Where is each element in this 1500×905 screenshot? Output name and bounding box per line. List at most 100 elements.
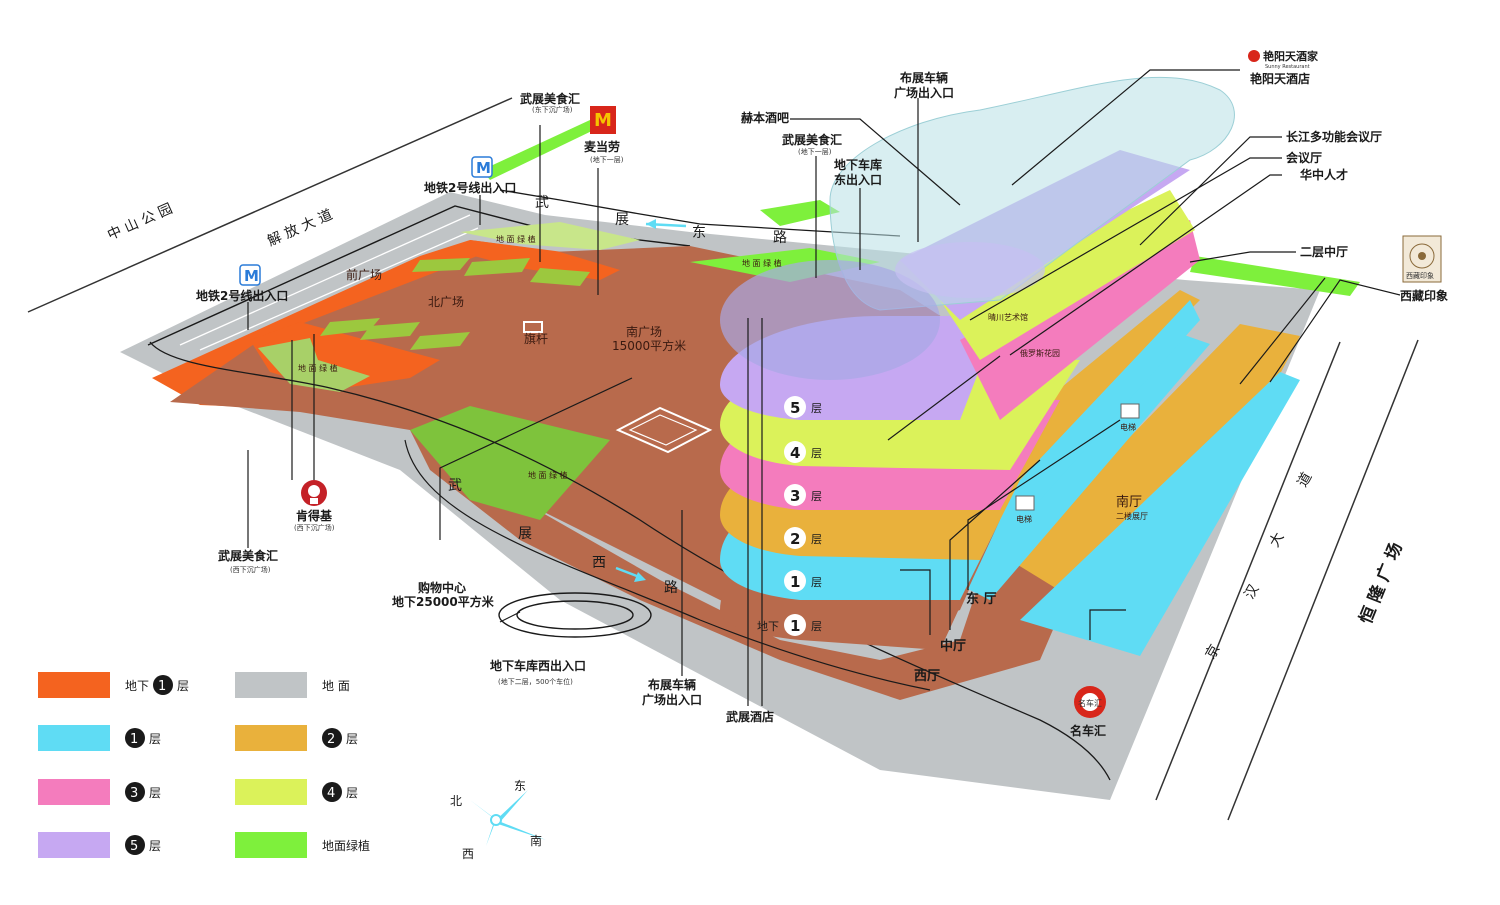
compass-north: 北	[450, 794, 462, 808]
food-court-east-label: 武展美食汇	[520, 91, 580, 106]
legend-label: 层	[149, 732, 161, 746]
mcdonalds-label: 麦当劳	[584, 139, 620, 154]
legend-number: 2	[327, 732, 335, 747]
floor-marker-4: 4 层	[784, 441, 822, 463]
legend-label: 地面绿植	[322, 838, 370, 853]
legend-number-badge	[322, 782, 342, 802]
road-arrow-east	[645, 219, 687, 229]
elevator-box-2	[1015, 495, 1035, 511]
front-plaza-label: 前广场	[346, 267, 382, 282]
jinghan-1: 京	[1203, 642, 1224, 662]
legend-number-badge	[125, 782, 145, 802]
svg-text:1: 1	[790, 617, 800, 635]
yangtze-hall-label: 长江多功能会议厅	[1286, 129, 1382, 144]
mcdonalds-sub: (地下一层)	[590, 155, 624, 164]
garage-ramp	[498, 592, 652, 638]
south-plaza-label: 南广场	[626, 324, 662, 339]
east-hall-label: 东 厅	[966, 591, 997, 607]
north-plaza-lawns	[320, 258, 590, 350]
svg-text:名车汇: 名车汇	[1078, 698, 1102, 708]
upper-f4	[940, 190, 1195, 360]
svg-text:M: M	[594, 110, 612, 131]
qingchuan-art-label: 晴川艺术馆	[988, 312, 1028, 322]
plaza-brown-south	[410, 430, 1100, 700]
north-plaza-label: 北广场	[428, 295, 464, 309]
svg-text:层: 层	[811, 576, 822, 589]
legend-swatch	[38, 725, 110, 751]
road-arrow-west	[615, 566, 646, 582]
flagpole-label: 旗杆	[524, 331, 548, 346]
svg-text:4: 4	[790, 444, 800, 462]
legend-number: 1	[130, 732, 138, 747]
legend-label: 地 面	[322, 679, 350, 693]
legend-number: 5	[130, 839, 138, 854]
compass-east: 东	[514, 779, 526, 793]
svg-text:3: 3	[790, 487, 800, 505]
legend-swatch	[235, 832, 307, 858]
svg-text:5: 5	[790, 399, 800, 417]
floor-marker-b1: 地下 1 层	[757, 614, 822, 636]
mall-label-1: 购物中心	[418, 580, 466, 595]
west-hall-label: 西厅	[914, 669, 940, 684]
zhongshan-park-label: 中 山 公 园	[105, 201, 175, 244]
svg-text:西藏印象: 西藏印象	[1406, 271, 1434, 280]
metro-icon: M	[471, 156, 493, 178]
wuzhan-east-1: 武	[535, 195, 549, 211]
svg-text:层: 层	[811, 620, 822, 633]
huazhong-label: 华中人才	[1300, 167, 1348, 182]
jiefang-ave-label: 解 放 大 道	[265, 207, 335, 250]
svg-text:M: M	[244, 267, 259, 285]
metro-entrance-label: 地铁2号线出入口	[424, 180, 516, 195]
legend-number-badge	[125, 835, 145, 855]
legend-swatch	[38, 832, 110, 858]
food-court-west-sub: (西下沉广场)	[230, 565, 271, 574]
compass-south: 南	[530, 833, 542, 848]
legend-label: 层	[346, 786, 358, 800]
wuzhan-west-3: 西	[592, 555, 606, 571]
legend-label: 层	[149, 839, 161, 853]
kfc-sub: (西下沉广场)	[294, 523, 335, 532]
legend-label: 层	[346, 732, 358, 746]
food-court-b1-sub: (地下一层)	[798, 147, 832, 156]
garage-east-label-1: 地下车库	[834, 157, 882, 172]
legend-swatch	[235, 725, 307, 751]
south-hall-label: 南厅	[1116, 494, 1142, 510]
compass-west: 西	[462, 847, 474, 861]
jinghan-4: 道	[1295, 470, 1316, 490]
yanyangtian-label: 艳阳天酒店	[1250, 71, 1310, 86]
svg-text:层: 层	[811, 533, 822, 546]
green-label-1: 地 面 绿 植	[298, 363, 338, 373]
elevator-box-1	[1120, 403, 1140, 419]
garage-east-label-2: 东出入口	[834, 172, 882, 187]
parking-exit-bottom-label-1: 布展车辆	[648, 677, 696, 692]
garage-west-sub: (地下二层，500个车位)	[498, 677, 573, 686]
tibet-logo-icon: 西藏印象	[1402, 235, 1442, 283]
legend-label: 层	[149, 786, 161, 800]
legend-number-badge	[125, 728, 145, 748]
ground-stripes	[179, 214, 479, 351]
middle-hall-label: 中厅	[940, 638, 966, 654]
wuzhan-hotel-label: 武展酒店	[726, 709, 774, 724]
svg-text:地下: 地下	[757, 620, 779, 633]
south-plaza-lawn	[410, 406, 610, 520]
tibet-label: 西藏印象	[1400, 288, 1448, 303]
svg-text:层: 层	[811, 447, 822, 460]
tibet-green-belt	[1190, 256, 1360, 296]
south-hall-sub: 二楼展厅	[1116, 511, 1148, 521]
green-label-2: 地 面 绿 植	[496, 234, 536, 244]
floor-marker-3: 3 层	[784, 484, 822, 506]
svg-text:1: 1	[790, 573, 800, 591]
hebben-bar-label: 赫本酒吧	[741, 110, 789, 125]
legend-number-badge	[322, 728, 342, 748]
wuzhan-west-2: 展	[518, 526, 532, 542]
metro-exit-label: 地铁2号线出入口	[196, 288, 288, 303]
east-green-belt	[760, 200, 840, 226]
food-court-west-label: 武展美食汇	[218, 548, 278, 563]
south-plaza-area: 15000平方米	[612, 338, 686, 353]
helipad	[615, 406, 713, 454]
svg-text:层: 层	[811, 490, 822, 503]
legend-number: 1	[158, 679, 166, 694]
east-green-pad	[690, 248, 880, 282]
east-sunken-plaza	[470, 240, 620, 280]
